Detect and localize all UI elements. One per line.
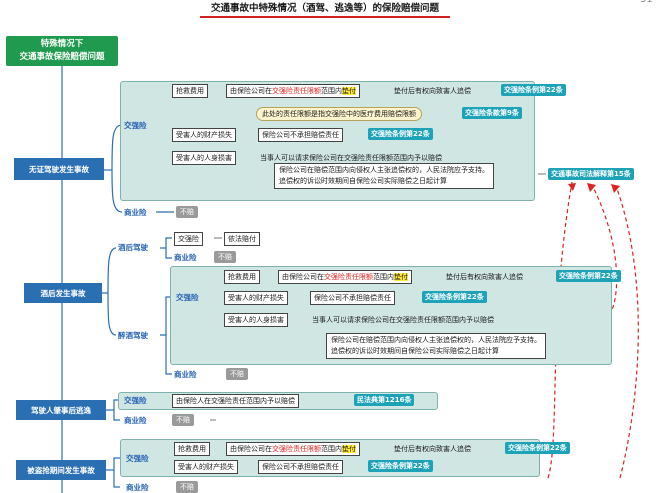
- s1-interp-line-2: 追偿权的诉讼时效期间自保险公司实际赔偿之日起计算: [279, 177, 447, 185]
- s4-pay-prefix: 由保险公司在: [230, 445, 272, 453]
- s1-commercial-no-pay: 不赔: [176, 206, 198, 218]
- s1-property-loss: 受害人的财产损失: [172, 128, 236, 142]
- s2-law-22-a: 交强险条例第22条: [556, 270, 621, 282]
- category-unlicensed: 无证驾驶发生事故: [14, 158, 104, 180]
- s4-compulsory-label: 交强险: [126, 454, 149, 463]
- s4-pay-scope: 范围内: [321, 445, 342, 453]
- s1-pay-prefix: 由保险公司在: [230, 87, 272, 95]
- s2-property-loss: 受害人的财产损失: [224, 291, 288, 305]
- s1-note: 此处的责任限额是指交强险中的医疗费用赔偿限额: [256, 107, 422, 121]
- s2-pay-advance: 垫付: [394, 273, 408, 281]
- category-hit-and-run: 驾驶人肇事后逃逸: [16, 400, 106, 420]
- s1-interp-line-1: 保险公司在赔偿范围内向侵权人主张追偿权的，人民法院应予支持。: [279, 166, 489, 174]
- s1-recourse: 垫付后有权向致害人追偿: [394, 87, 471, 95]
- s1-recourse-interp: 保险公司在赔偿范围内向侵权人主张追偿权的，人民法院应予支持。 追偿权的诉讼时效期…: [274, 163, 494, 189]
- s4-recourse: 垫付后有权向致害人追偿: [394, 445, 471, 453]
- s4-pay-limit: 交强险责任限额: [272, 445, 321, 453]
- s4-no-liability: 保险公司不承担赔偿责任: [258, 460, 343, 474]
- page-corner-number: 31: [640, 0, 653, 5]
- category-stolen-vehicle: 被盗抢期间发生事故: [16, 460, 106, 480]
- s2-recourse-interp: 保险公司在赔偿范围内向侵权人主张追偿权的，人民法院应予支持。 追偿权的诉讼时效期…: [326, 333, 546, 359]
- s1-personal-injury: 受害人的人身损害: [172, 151, 236, 165]
- s4-rescue-cost: 抢救费用: [174, 442, 210, 456]
- s1-law-interp15: 交通事故司法解释第15条: [548, 168, 634, 180]
- s1-compulsory-label: 交强险: [124, 121, 147, 130]
- s2-may-claim: 当事人可以请求保险公司在交强险责任限额范围内予以赔偿: [312, 316, 494, 324]
- s4-commercial-label: 商业险: [126, 483, 149, 492]
- s2-drink-no-pay: 不赔: [214, 251, 236, 263]
- s2-personal-injury: 受害人的人身损害: [224, 313, 288, 327]
- s2-dui-commercial: 商业险: [174, 370, 197, 379]
- s4-commercial-no-pay: 不赔: [176, 481, 198, 493]
- s1-pay-scope: 范围内: [321, 87, 342, 95]
- s3-commercial-label: 商业险: [124, 416, 147, 425]
- s2-rescue-cost: 抢救费用: [224, 270, 260, 284]
- s1-pay-advance: 垫付: [342, 87, 356, 95]
- s3-compulsory-label: 交强险: [124, 396, 147, 405]
- s3-pay: 由保险人在交强险责任范围内予以赔偿: [172, 394, 299, 408]
- page-title: 交通事故中特殊情况（酒驾、逃逸等）的保险赔偿问题: [200, 2, 450, 18]
- s1-note-law: 交强险条款第9条: [462, 107, 522, 119]
- s4-law-22-b: 交强险条例第22条: [368, 460, 433, 472]
- s1-no-liability: 保险公司不承担赔偿责任: [258, 128, 343, 142]
- s2-pay-limit: 交强险责任限额: [324, 273, 373, 281]
- s3-commercial-no-pay: 不赔: [172, 414, 194, 426]
- s4-advance-payment: 由保险公司在交强险责任限额范围内垫付: [226, 442, 360, 456]
- s1-commercial-label: 商业险: [124, 208, 147, 217]
- s2-recourse: 垫付后有权向致害人追偿: [446, 273, 523, 281]
- s2-interp-line-1: 保险公司在赔偿范围内向侵权人主张追偿权的，人民法院应予支持。: [331, 336, 541, 344]
- s2-pay-scope: 范围内: [373, 273, 394, 281]
- s1-pay-limit: 交强险责任限额: [272, 87, 321, 95]
- s2-drink-commercial: 商业险: [174, 253, 197, 262]
- s2-law-22-b: 交强险条例第22条: [422, 291, 487, 303]
- s2-dui-compulsory: 交强险: [176, 293, 199, 302]
- s2-pay-prefix: 由保险公司在: [282, 273, 324, 281]
- s2-drink-label: 酒后驾驶: [118, 243, 148, 252]
- s1-law-22-b: 交强险条例第22条: [368, 128, 433, 140]
- s1-law-22-a: 交强险条例第22条: [501, 84, 566, 96]
- s2-dui-no-pay: 不赔: [226, 368, 248, 380]
- s2-pay-by-law: 依法赔付: [224, 232, 260, 246]
- category-drunk: 酒后发生事故: [24, 283, 102, 303]
- s1-may-claim: 当事人可以请求保险公司在交强险责任限额范围内予以赔偿: [260, 154, 442, 162]
- s2-drink-compulsory: 交强险: [174, 232, 203, 246]
- s4-pay-advance: 垫付: [342, 445, 356, 453]
- root-line-2: 交通事故保险赔偿问题: [19, 52, 105, 62]
- s1-rescue-cost: 抢救费用: [172, 84, 208, 98]
- s3-law: 民法典第1216条: [354, 394, 415, 406]
- root-node: 特殊情况下 交通事故保险赔偿问题: [6, 36, 118, 66]
- root-line-1: 特殊情况下: [40, 39, 84, 49]
- s2-no-liability: 保险公司不承担赔偿责任: [310, 291, 395, 305]
- s4-law-22-a: 交强险条例第22条: [505, 442, 570, 454]
- s2-dui-label: 醉酒驾驶: [118, 331, 148, 340]
- s2-interp-line-2: 追偿权的诉讼时效期间自保险公司实际赔偿之日起计算: [331, 347, 499, 355]
- s4-property-loss: 受害人的财产损失: [174, 460, 238, 474]
- s2-advance-payment: 由保险公司在交强险责任限额范围内垫付: [278, 270, 412, 284]
- s1-advance-payment: 由保险公司在交强险责任限额范围内垫付: [226, 84, 360, 98]
